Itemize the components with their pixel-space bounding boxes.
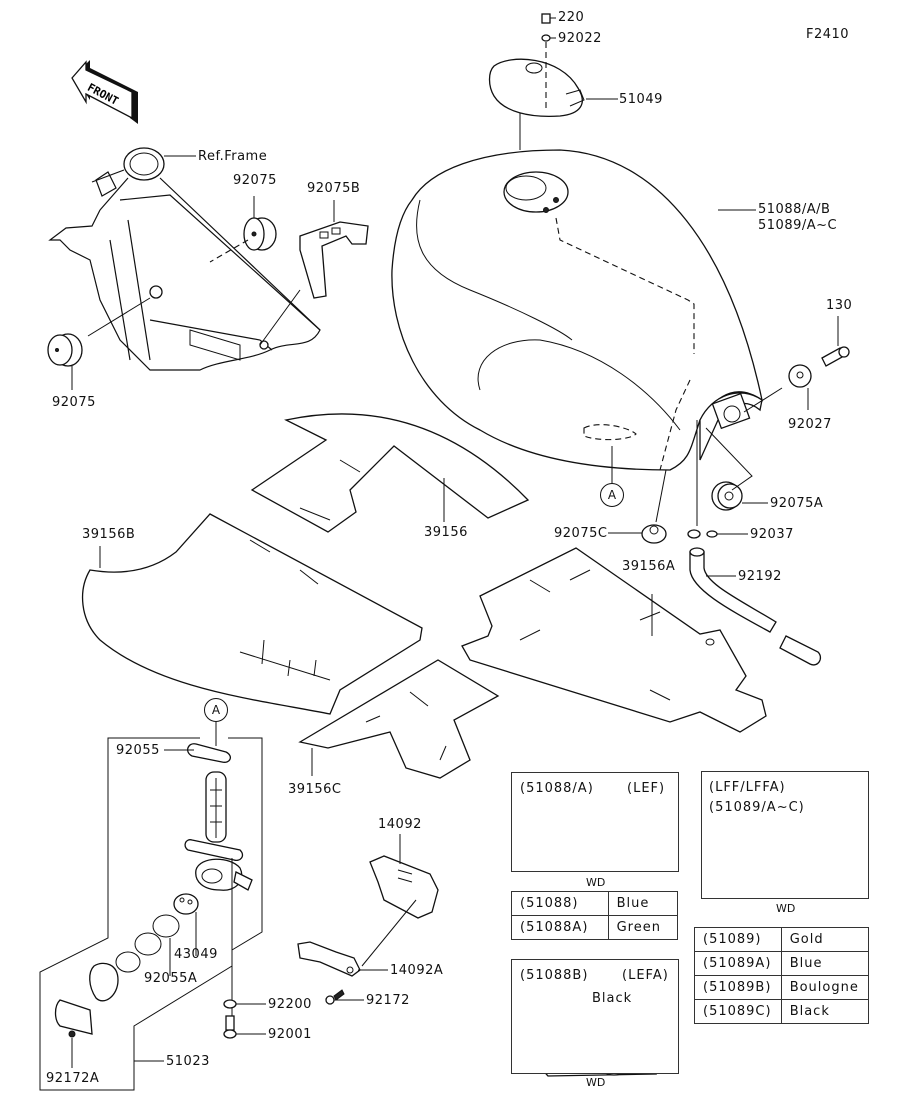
- part-label-39156[interactable]: 39156: [424, 525, 468, 540]
- grommet-92075C: [608, 469, 667, 544]
- part-label-130[interactable]: 130: [826, 298, 853, 313]
- frame-illustration: [48, 147, 321, 371]
- color-row: (51089C)Black: [694, 999, 870, 1024]
- clip-92037: [687, 420, 748, 539]
- color-part: (51088A): [511, 915, 609, 940]
- color-name: Gold: [780, 927, 870, 952]
- label-ref-frame: Ref.Frame: [198, 149, 268, 164]
- legend-box-lef: (51088/A) (LEF): [511, 772, 679, 872]
- part-label-92055[interactable]: 92055: [116, 743, 160, 758]
- part-label-92172A[interactable]: 92172A: [46, 1071, 100, 1086]
- color-row: (51089)Gold: [694, 927, 870, 952]
- front-arrow-icon: FRONT: [71, 60, 138, 124]
- part-label-92075-top[interactable]: 92075: [233, 173, 277, 188]
- color-part: (51089A): [694, 951, 782, 976]
- legend-box-lff: (LFF/LFFA) (51089/A~C): [701, 771, 869, 899]
- part-label-92192[interactable]: 92192: [738, 569, 782, 584]
- color-table-51088: (51088)Blue (51088A)Green: [511, 891, 679, 940]
- part-label-92172[interactable]: 92172: [366, 993, 410, 1008]
- legend-lefa-color-note: Black: [592, 991, 633, 1006]
- legend-lef-caption: WD: [586, 876, 606, 889]
- part-label-92075-left[interactable]: 92075: [52, 395, 96, 410]
- part-label-43049[interactable]: 43049: [174, 947, 218, 962]
- color-part: (51089B): [694, 975, 782, 1000]
- color-table-51089: (51089)Gold (51089A)Blue (51089B)Boulogn…: [694, 927, 870, 1024]
- washer-92022: [541, 34, 556, 42]
- part-label-92075A[interactable]: 92075A: [770, 496, 824, 511]
- part-label-92075B[interactable]: 92075B: [307, 181, 361, 196]
- hose-92192: [689, 547, 822, 666]
- part-label-92200[interactable]: 92200: [268, 997, 312, 1012]
- grommet-92075A: [705, 427, 768, 511]
- color-name: Blue: [607, 891, 679, 916]
- color-row: (51088A)Green: [511, 915, 679, 940]
- part-label-14092A[interactable]: 14092A: [390, 963, 444, 978]
- fuel-cock-bracket: [39, 737, 263, 1091]
- part-label-tank-51088[interactable]: 51088/A/B: [758, 202, 831, 217]
- color-name: Black: [780, 999, 870, 1024]
- part-label-tank-51089[interactable]: 51089/A~C: [758, 218, 838, 233]
- fuel-cock-51023: [54, 743, 266, 1068]
- part-label-92022[interactable]: 92022: [558, 31, 602, 46]
- grommet-92075-top: [209, 196, 277, 263]
- legend-box-lefa: (51088B) (LEFA) Black: [511, 959, 679, 1074]
- part-label-92027[interactable]: 92027: [788, 417, 832, 432]
- bracket-92075B: [259, 200, 369, 346]
- legend-lef-code: (51088/A): [520, 781, 594, 796]
- diagram-code: F2410: [806, 27, 850, 42]
- part-label-92001[interactable]: 92001: [268, 1027, 312, 1042]
- tank-cap-51049: [488, 42, 618, 118]
- part-label-39156C[interactable]: 39156C: [288, 782, 342, 797]
- collar-92027: [743, 364, 812, 413]
- color-name: Blue: [780, 951, 870, 976]
- part-label-92037[interactable]: 92037: [750, 527, 794, 542]
- legend-lefa-model: (LEFA): [622, 968, 669, 983]
- part-label-39156B[interactable]: 39156B: [82, 527, 136, 542]
- legend-lff-caption: WD: [776, 902, 796, 915]
- part-label-14092[interactable]: 14092: [378, 817, 422, 832]
- pad-39156: [250, 413, 530, 533]
- part-label-220[interactable]: 220: [558, 10, 585, 25]
- screw-220: [541, 13, 556, 24]
- pad-39156A: [461, 547, 767, 733]
- legend-lef-model: (LEF): [627, 781, 666, 796]
- ref-circle-a-tank: A: [600, 483, 624, 507]
- color-part: (51089): [694, 927, 782, 952]
- ref-circle-a-cock: A: [204, 698, 228, 722]
- legend-lff-model: (LFF/LFFA): [709, 780, 786, 795]
- legend-lff-code: (51089/A~C): [709, 800, 805, 815]
- color-name: Green: [607, 915, 679, 940]
- color-row: (51089B)Boulogne: [694, 975, 870, 1000]
- color-part: (51089C): [694, 999, 782, 1024]
- part-label-92075C[interactable]: 92075C: [554, 526, 608, 541]
- pad-39156B: [81, 513, 423, 715]
- cover-14092: [361, 834, 439, 967]
- screw-92172: [325, 989, 364, 1005]
- fuel-tank: [391, 78, 763, 471]
- bracket-14092A: [297, 941, 388, 977]
- color-row: (51088)Blue: [511, 891, 679, 916]
- legend-lefa-code: (51088B): [520, 968, 589, 983]
- part-label-51023[interactable]: 51023: [166, 1054, 210, 1069]
- pad-39156C: [298, 659, 500, 779]
- color-row: (51089A)Blue: [694, 951, 870, 976]
- color-part: (51088): [511, 891, 609, 916]
- legend-lefa-caption: WD: [586, 1076, 606, 1089]
- bolt-130: [821, 316, 850, 367]
- part-label-51049[interactable]: 51049: [619, 92, 663, 107]
- part-label-92055A[interactable]: 92055A: [144, 971, 198, 986]
- part-label-39156A[interactable]: 39156A: [622, 559, 676, 574]
- color-name: Boulogne: [780, 975, 870, 1000]
- grommet-92075-left: [47, 297, 151, 390]
